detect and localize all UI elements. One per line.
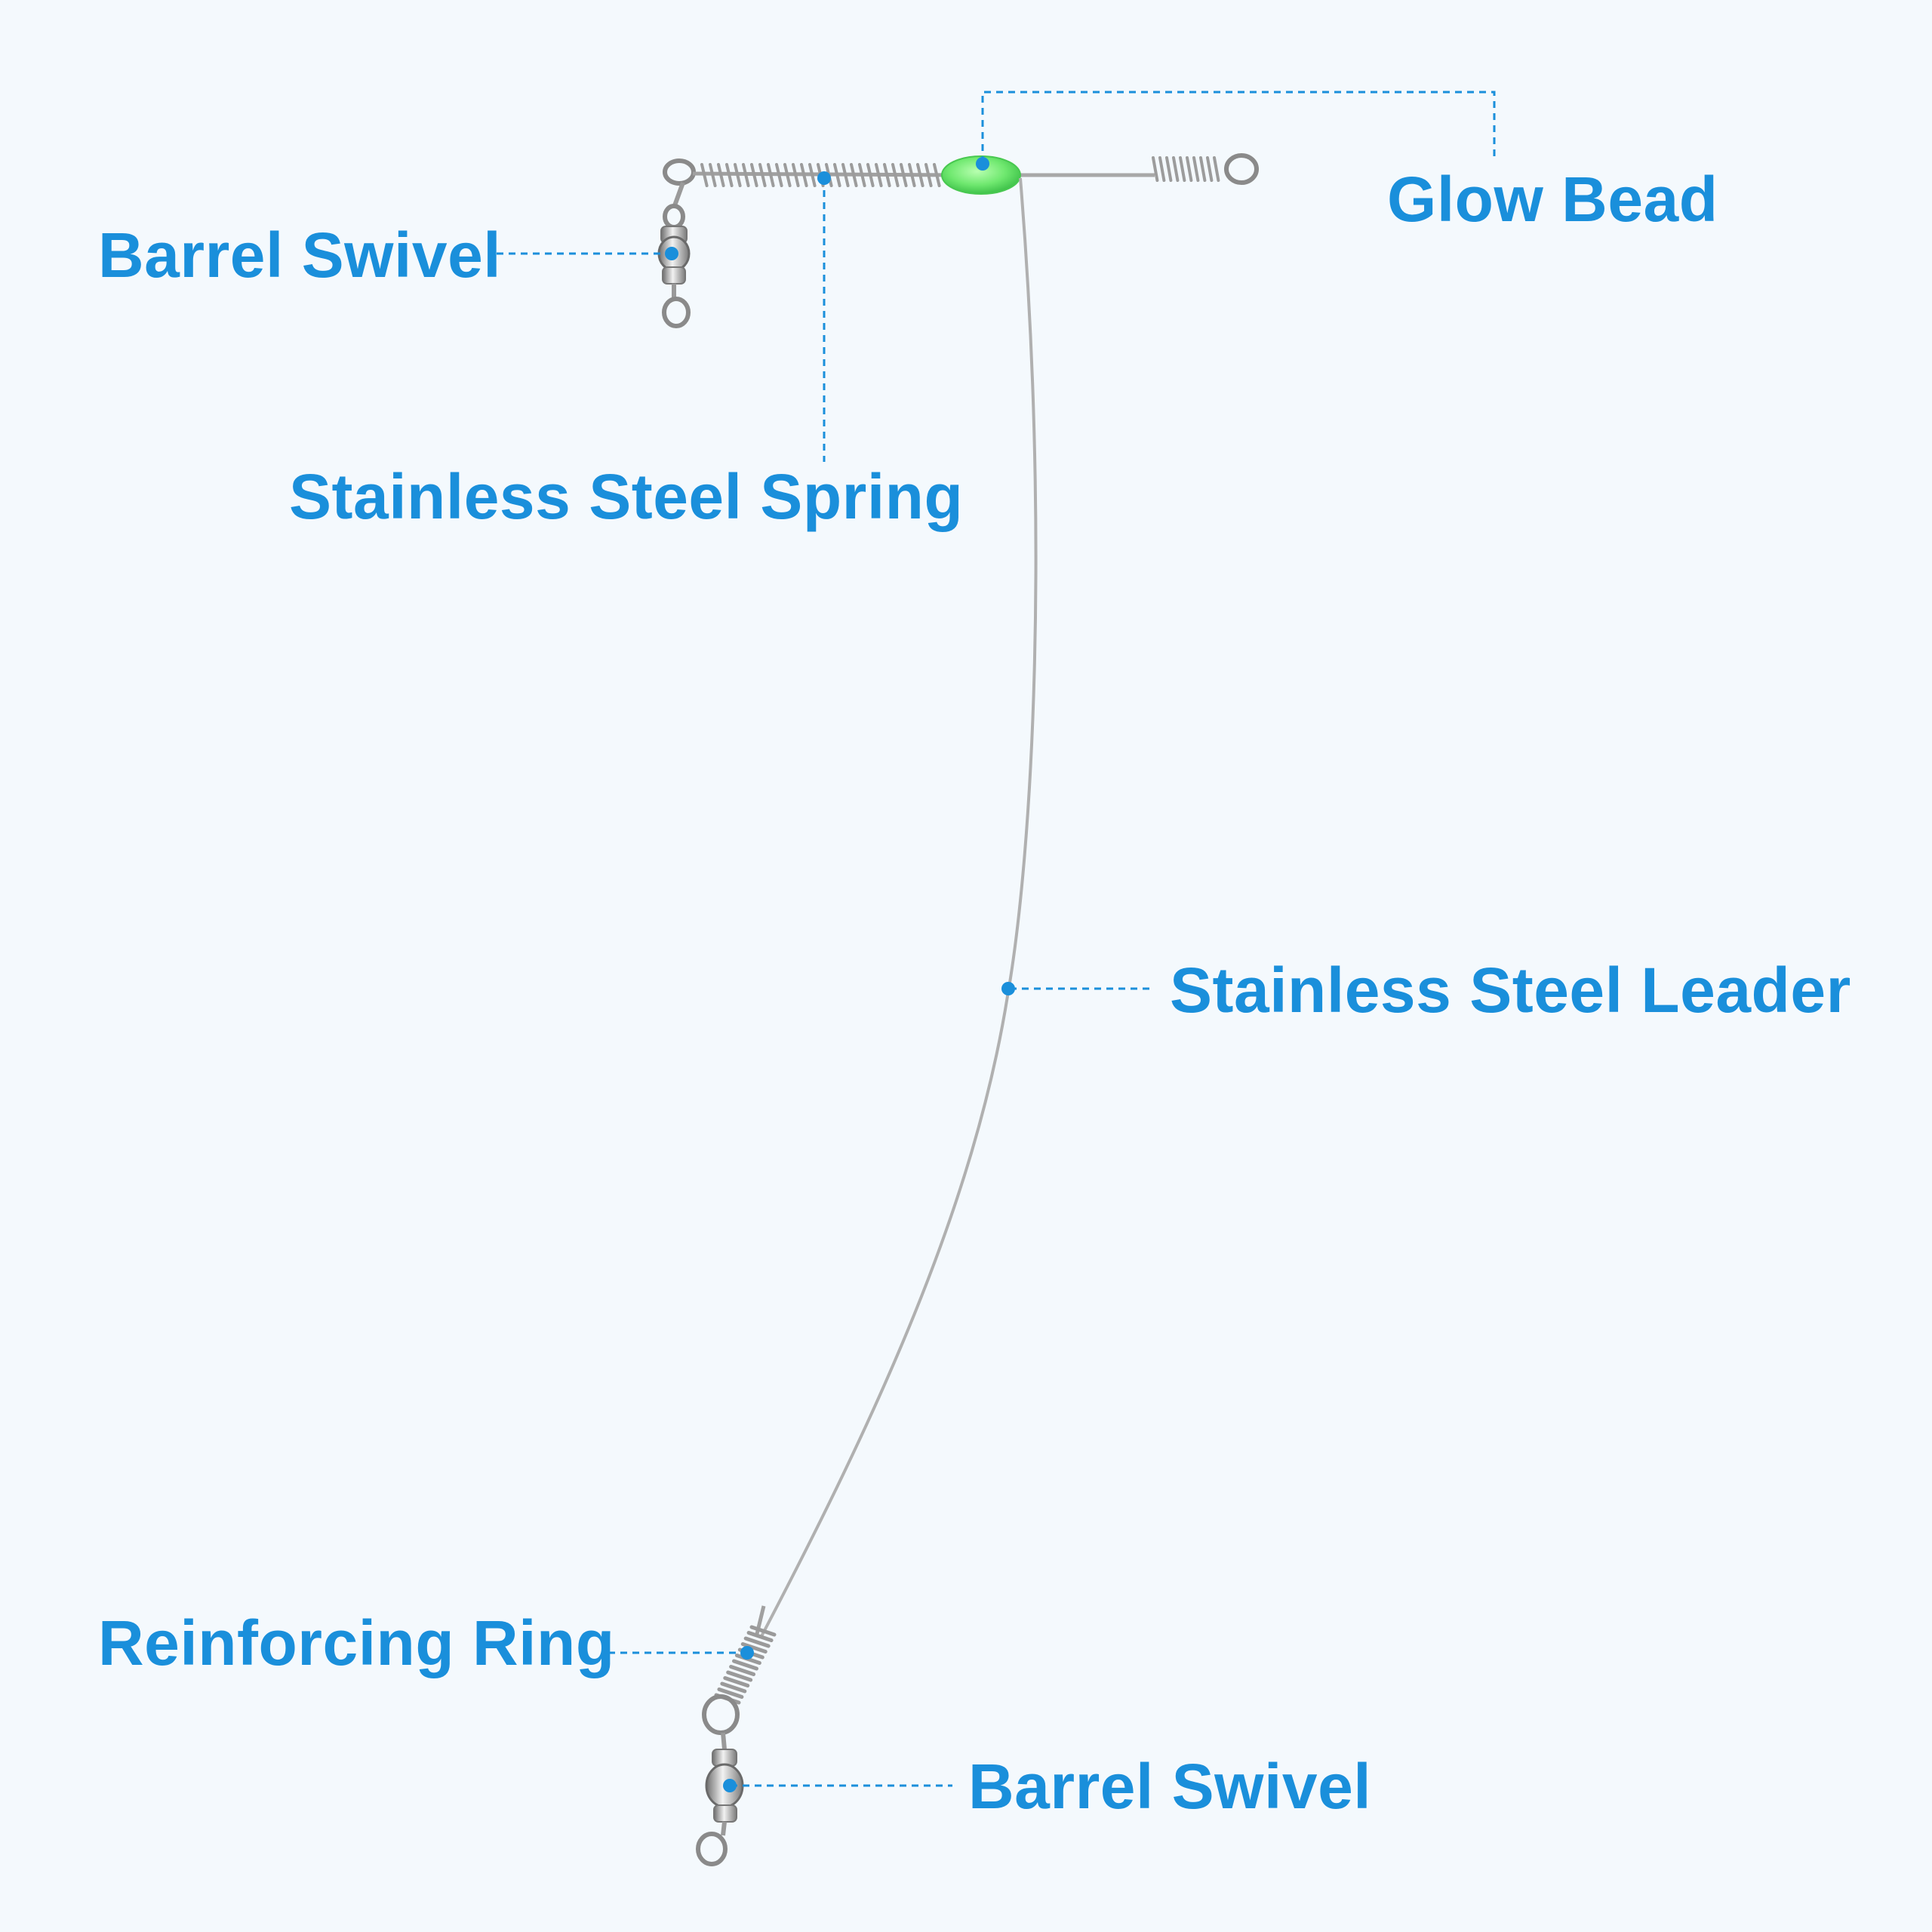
stainless-steel-leader-label: Stainless Steel Leader bbox=[1170, 955, 1851, 1026]
coil-turn bbox=[775, 163, 783, 187]
coil-turn bbox=[800, 163, 808, 187]
coil-turn bbox=[1172, 156, 1180, 182]
coil-turn bbox=[933, 163, 941, 187]
coil-turn bbox=[858, 163, 866, 187]
coil-turn bbox=[700, 163, 709, 187]
coil-turn bbox=[746, 1631, 774, 1642]
coil-turn bbox=[1192, 156, 1200, 182]
coil-turn bbox=[841, 163, 850, 187]
stainless-steel-leader-wire bbox=[759, 177, 1038, 1638]
stainless-steel-spring-label: Stainless Steel Spring bbox=[289, 461, 964, 532]
coil-turn bbox=[717, 1687, 744, 1699]
coil-turn bbox=[783, 163, 792, 187]
coil-turn bbox=[732, 1659, 758, 1671]
coil-turn bbox=[758, 163, 767, 187]
coil-turn bbox=[1165, 156, 1173, 182]
coil-turn bbox=[726, 1670, 753, 1682]
coil-turn bbox=[792, 163, 800, 187]
coil-turn bbox=[1206, 156, 1214, 182]
coil-turn bbox=[900, 163, 908, 187]
coil-turn bbox=[891, 163, 900, 187]
coil-turn bbox=[1179, 156, 1186, 182]
barrel-swivel-bottom-dot bbox=[723, 1779, 737, 1792]
coil-turn bbox=[883, 163, 891, 187]
coil-turn bbox=[743, 1636, 771, 1648]
coil-turn bbox=[924, 163, 933, 187]
coil-turn bbox=[734, 163, 742, 187]
coil-turn bbox=[725, 163, 734, 187]
reinforcing-ring-label: Reinforcing Ring bbox=[98, 1607, 615, 1678]
right-eye-loop bbox=[1224, 153, 1259, 185]
coil-turn bbox=[1152, 156, 1159, 182]
coil-turn bbox=[709, 163, 717, 187]
bottom-barrel-swivel bbox=[696, 1694, 744, 1866]
glow-bead bbox=[941, 155, 1021, 195]
stainless-steel-spring bbox=[700, 163, 941, 187]
coil-turn bbox=[916, 163, 924, 187]
spring-dot bbox=[817, 171, 831, 185]
coil-turn bbox=[1158, 156, 1166, 182]
coil-turn bbox=[742, 163, 750, 187]
coil-turn bbox=[875, 163, 883, 187]
coil-turn bbox=[717, 163, 725, 187]
coil-turn bbox=[729, 1665, 756, 1676]
leader-dot bbox=[1001, 982, 1015, 995]
coil-turn bbox=[908, 163, 916, 187]
coil-turn bbox=[749, 1625, 777, 1637]
coil-turn bbox=[723, 1676, 750, 1687]
coil-turn bbox=[1213, 156, 1220, 182]
coil-turn bbox=[767, 163, 775, 187]
coil-turn bbox=[1186, 156, 1193, 182]
barrel-swivel-top-dot bbox=[665, 247, 678, 260]
top-eye-loop bbox=[663, 158, 696, 186]
glow-bead-callout-line bbox=[981, 91, 1496, 163]
barrel-swivel-top-label: Barrel Swivel bbox=[98, 220, 502, 291]
barrel-swivel-bottom-label: Barrel Swivel bbox=[968, 1751, 1372, 1822]
reinforcing-ring-dot bbox=[740, 1646, 754, 1660]
coil-turn bbox=[866, 163, 875, 187]
reinforcing-ring bbox=[714, 1625, 777, 1705]
coil-turn bbox=[808, 163, 817, 187]
coil-turn bbox=[850, 163, 858, 187]
coil-turn bbox=[720, 1681, 747, 1694]
coil-turn bbox=[750, 163, 758, 187]
coil-turn bbox=[1199, 156, 1207, 182]
right-coil-wrap bbox=[1152, 156, 1220, 182]
coil-turn bbox=[833, 163, 841, 187]
coil-turn bbox=[740, 1642, 768, 1654]
glow-bead-label: Glow Bead bbox=[1387, 164, 1718, 235]
glow-bead-dot bbox=[976, 157, 989, 171]
